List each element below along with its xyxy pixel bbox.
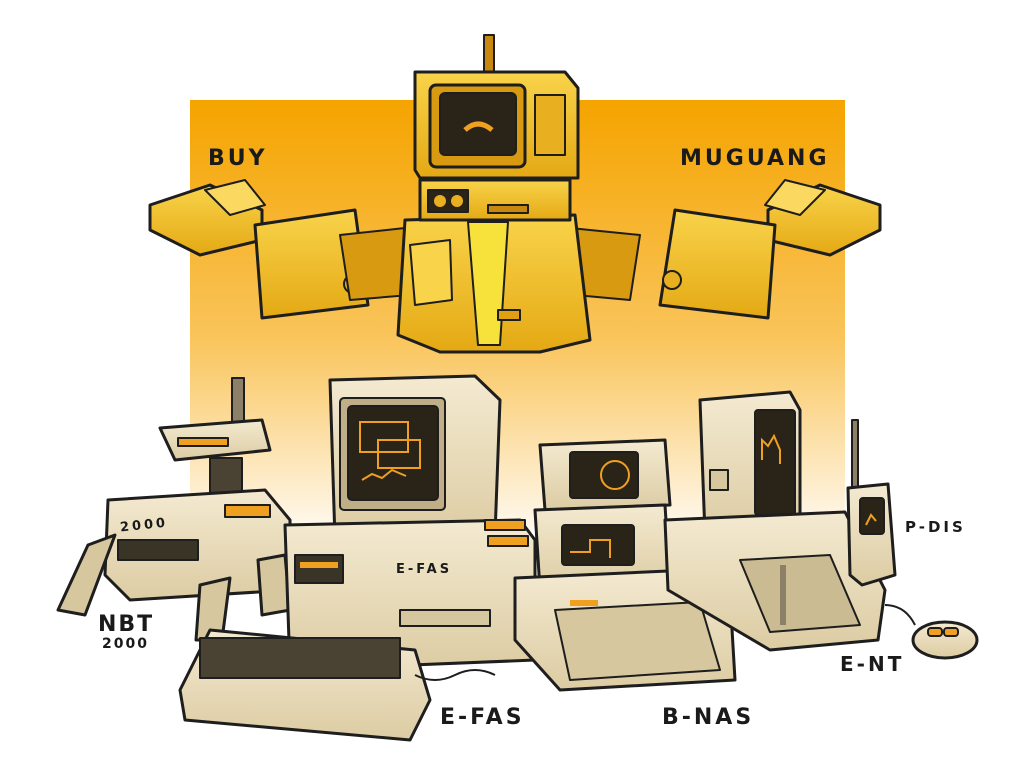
label-bnas-caption: B-NAS <box>662 705 755 730</box>
stacked-computer-bnas <box>513 438 737 692</box>
tower-computer-ent <box>663 390 887 652</box>
label-muguang: MUGUANG <box>680 146 830 171</box>
desktop-computer-efas <box>178 374 537 742</box>
label-buy: BUY <box>208 146 268 171</box>
label-nbt-model: 2000 <box>102 636 149 652</box>
robot-dog-nbt <box>56 377 292 642</box>
yellow-robot <box>148 34 882 354</box>
mouse <box>884 604 979 660</box>
label-pdis-caption: P-DIS <box>905 518 966 536</box>
label-nbt: NBT <box>98 612 155 637</box>
handheld-device-pdis <box>846 419 897 587</box>
label-ent-caption: E-NT <box>840 652 905 676</box>
label-efas-caption: E-FAS <box>440 705 525 730</box>
label-efas-screen: E-FAS <box>396 562 453 577</box>
